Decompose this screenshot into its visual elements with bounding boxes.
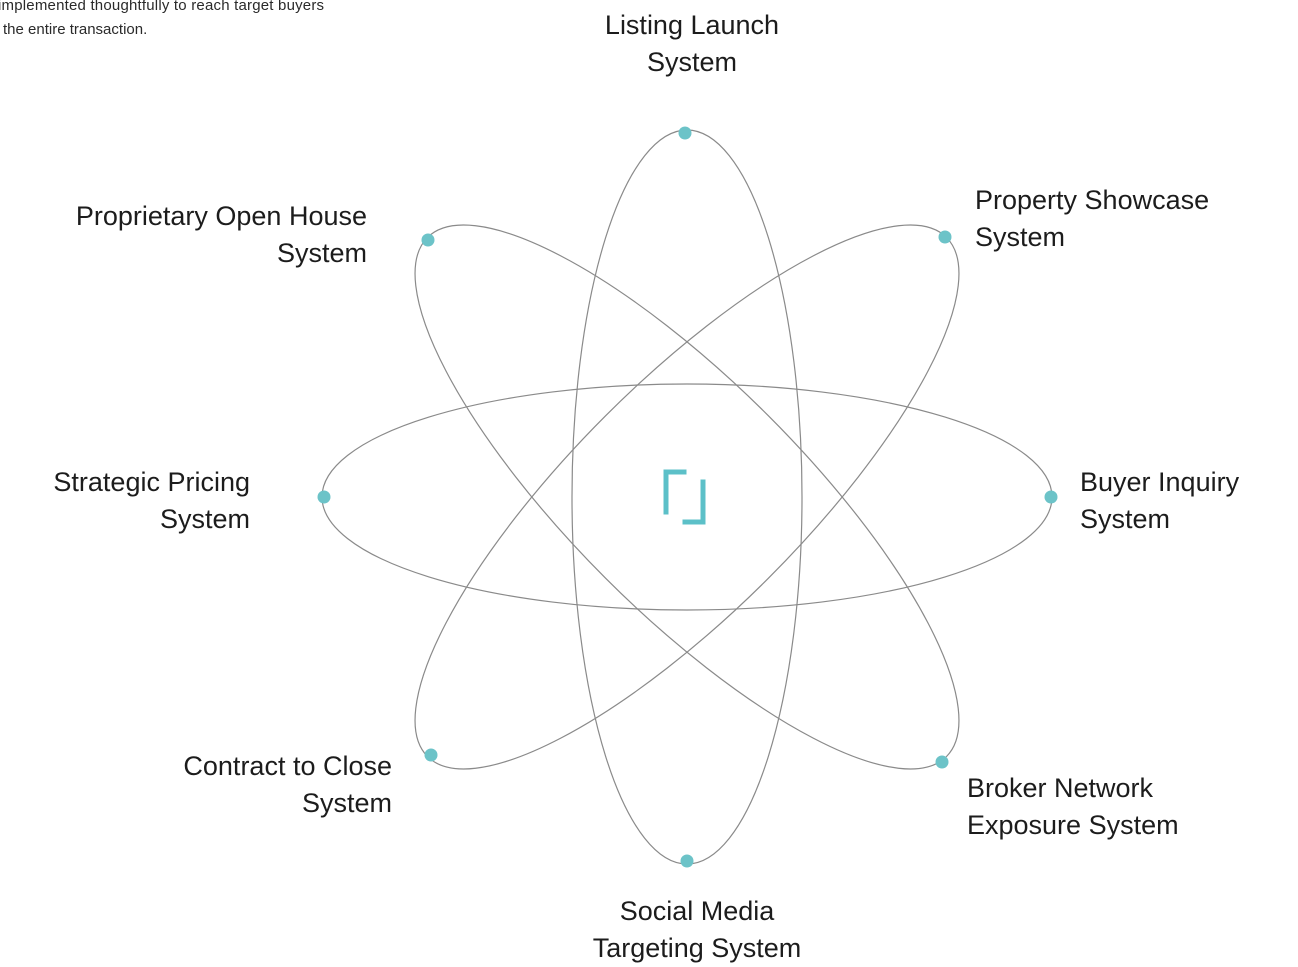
label-strategic-pricing: Strategic Pricing System <box>0 464 250 538</box>
node-dot-social-media <box>680 854 694 868</box>
node-dot-contract-to-close <box>424 748 438 762</box>
intro-line-1: implemented thoughtfully to reach target… <box>0 0 325 14</box>
node-group <box>317 126 1058 868</box>
label-broker-network-line-1: Broker Network <box>967 773 1154 803</box>
label-broker-network: Broker Network Exposure System <box>967 770 1179 844</box>
node-dot-property-showcase <box>938 230 952 244</box>
label-property-showcase-line-2: System <box>975 222 1066 252</box>
label-buyer-inquiry-line-2: System <box>1080 504 1171 534</box>
label-open-house-line-2: System <box>276 238 367 268</box>
orbit-vertical <box>571 129 803 865</box>
label-property-showcase: Property Showcase System <box>975 182 1209 256</box>
node-dot-listing-launch <box>678 126 692 140</box>
node-dot-strategic-pricing <box>317 490 331 504</box>
orbit-horizontal <box>321 383 1053 611</box>
label-buyer-inquiry: Buyer Inquiry System <box>1080 464 1239 538</box>
label-open-house: Proprietary Open House System <box>10 198 367 272</box>
label-contract-to-close: Contract to Close System <box>110 748 392 822</box>
label-contract-to-close-line-1: Contract to Close <box>183 751 392 781</box>
label-strategic-pricing-line-1: Strategic Pricing <box>53 467 250 497</box>
label-social-media: Social Media Targeting System <box>568 893 826 967</box>
orbit-diagonal-descending <box>414 224 960 770</box>
node-dot-open-house <box>421 233 435 247</box>
label-listing-launch-line-2: System <box>646 47 738 77</box>
intro-line-2: the entire transaction. <box>3 21 148 38</box>
label-strategic-pricing-line-2: System <box>159 504 250 534</box>
label-property-showcase-line-1: Property Showcase <box>975 185 1210 215</box>
label-open-house-line-1: Proprietary Open House <box>75 201 367 231</box>
label-buyer-inquiry-line-1: Buyer Inquiry <box>1080 467 1240 497</box>
node-dot-buyer-inquiry <box>1044 490 1058 504</box>
label-social-media-line-2: Targeting System <box>592 933 802 963</box>
bracket-logo-icon <box>663 469 706 525</box>
orbit-diagonal-ascending <box>414 224 960 770</box>
intro-text: implemented thoughtfully to reach target… <box>0 0 448 42</box>
label-contract-to-close-line-2: System <box>301 788 392 818</box>
label-listing-launch: Listing Launch System <box>590 7 794 81</box>
label-listing-launch-line-1: Listing Launch <box>604 10 780 40</box>
label-social-media-line-1: Social Media <box>619 896 775 926</box>
node-dot-broker-network <box>935 755 949 769</box>
label-broker-network-line-2: Exposure System <box>967 810 1179 840</box>
